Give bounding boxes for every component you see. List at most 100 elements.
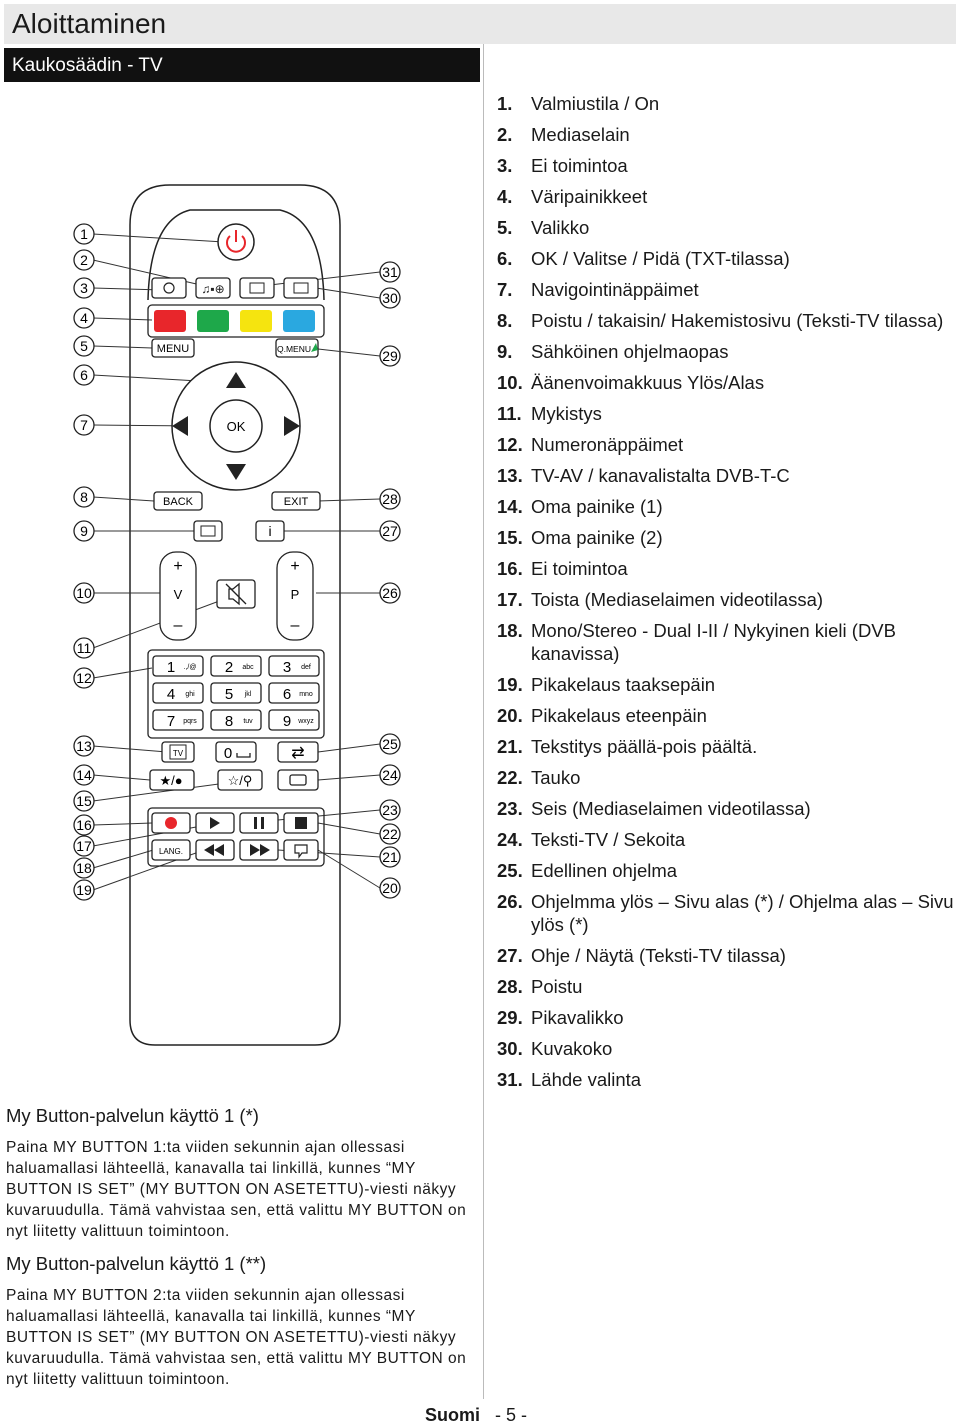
program-rocker[interactable] — [276, 551, 314, 641]
zero-label: 0 — [224, 745, 232, 762]
legend-item: 5.Valikko — [497, 216, 957, 239]
svg-text:12: 12 — [76, 670, 92, 686]
green-key[interactable] — [197, 310, 229, 332]
program-label: P — [291, 587, 300, 602]
epg-button[interactable] — [193, 520, 223, 542]
legend-number: 1. — [497, 93, 513, 114]
legend-number: 15. — [497, 527, 523, 548]
lang-button[interactable] — [151, 839, 191, 861]
svg-text:1: 1 — [167, 659, 175, 676]
svg-text:wxyz: wxyz — [297, 718, 314, 725]
legend-text: TV-AV / kanavalistalta DVB-T-C — [531, 465, 790, 486]
picture-size-button[interactable] — [283, 277, 319, 299]
legend-number: 29. — [497, 1007, 523, 1028]
legend-item: 17.Toista (Mediaselaimen videotilassa) — [497, 588, 957, 611]
blue-key[interactable] — [283, 310, 315, 332]
callout-9: 9 — [73, 520, 95, 542]
subtitle-button[interactable] — [283, 839, 319, 861]
menu-button[interactable] — [151, 338, 195, 358]
section-body: Paina MY BUTTON 1:ta viiden sekunnin aja… — [6, 1139, 467, 1240]
star-search-icon: ☆/⚲ — [228, 773, 253, 788]
teletext-button[interactable] — [277, 769, 319, 791]
globe-icon — [163, 282, 175, 294]
svg-text:1: 1 — [80, 226, 88, 242]
svg-text:18: 18 — [76, 860, 92, 876]
legend-number: 6. — [497, 248, 513, 269]
svg-text:25: 25 — [382, 736, 398, 752]
red-key[interactable] — [154, 310, 186, 332]
volume-rocker[interactable] — [159, 551, 197, 641]
swap-icon: ⇄ — [291, 745, 304, 762]
legend-number: 8. — [497, 310, 513, 331]
svg-text:3: 3 — [80, 280, 88, 296]
legend-text: Valikko — [531, 217, 590, 238]
arrow-right-icon[interactable] — [284, 416, 300, 436]
exit-button[interactable] — [271, 491, 321, 511]
zero-button[interactable] — [215, 741, 257, 763]
swap-button[interactable] — [277, 741, 319, 763]
legend-text: Mediaselain — [531, 124, 630, 145]
callout-2: 2 — [73, 249, 95, 271]
volume-plus: + — [173, 558, 182, 575]
legend-text: Numeronäppäimet — [531, 434, 684, 455]
info-button[interactable] — [255, 520, 285, 542]
input-button[interactable] — [151, 277, 187, 299]
ok-button[interactable] — [209, 399, 263, 453]
power-button[interactable] — [217, 223, 255, 261]
play-icon — [210, 817, 220, 829]
legend-item: 18.Mono/Stereo - Dual I-II / Nykyinen ki… — [497, 619, 957, 665]
back-label: BACK — [163, 496, 194, 508]
callout-6: 6 — [73, 364, 95, 386]
legend-number: 17. — [497, 589, 523, 610]
legend-item: 2.Mediaselain — [497, 123, 957, 146]
svg-text:5: 5 — [80, 338, 88, 354]
my-button-1[interactable] — [149, 769, 195, 791]
teletext-icon — [289, 774, 307, 786]
num-key-1[interactable]: 1.,/@ — [152, 655, 204, 677]
legend-number: 9. — [497, 341, 513, 362]
remote-body — [129, 184, 341, 1046]
legend-item: 20.Pikakelaus eteenpäin — [497, 704, 957, 727]
svg-text:tuv: tuv — [243, 718, 253, 725]
footer-language: Suomi — [425, 1405, 481, 1425]
stop-icon — [295, 817, 307, 829]
legend-text: Poistu — [531, 976, 583, 997]
qmenu-button[interactable] — [275, 338, 319, 358]
callout-12: 12 — [73, 667, 95, 689]
no-function-button[interactable] — [239, 277, 275, 299]
program-minus: – — [291, 617, 300, 634]
legend-number: 28. — [497, 976, 523, 997]
legend-text: Oma painike (2) — [531, 527, 663, 548]
arrow-down-icon[interactable] — [226, 464, 246, 480]
yellow-key[interactable] — [240, 310, 272, 332]
legend-item: 26.Ohjelmma ylös – Sivu alas (*) / Ohjel… — [497, 890, 957, 936]
space-icon — [236, 753, 251, 758]
legend-number: 7. — [497, 279, 513, 300]
arrow-left-icon[interactable] — [172, 416, 188, 436]
legend-text: Pikakelaus eteenpäin — [531, 705, 707, 726]
legend-item: 12.Numeronäppäimet — [497, 433, 957, 456]
svg-text:15: 15 — [76, 793, 92, 809]
pause-button[interactable] — [239, 812, 279, 834]
callout-20: 20 — [379, 877, 401, 899]
media-browser-button[interactable] — [195, 277, 231, 299]
page-footer: Suomi - 5 - — [425, 1405, 527, 1426]
svg-text:29: 29 — [382, 348, 398, 364]
legend-text: Navigointinäppäimet — [531, 279, 699, 300]
legend-number: 14. — [497, 496, 523, 517]
volume-label: V — [174, 587, 183, 602]
arrow-up-icon[interactable] — [226, 372, 246, 388]
my-button-2[interactable] — [217, 769, 263, 791]
svg-text:27: 27 — [382, 523, 398, 539]
back-button[interactable] — [153, 491, 203, 511]
